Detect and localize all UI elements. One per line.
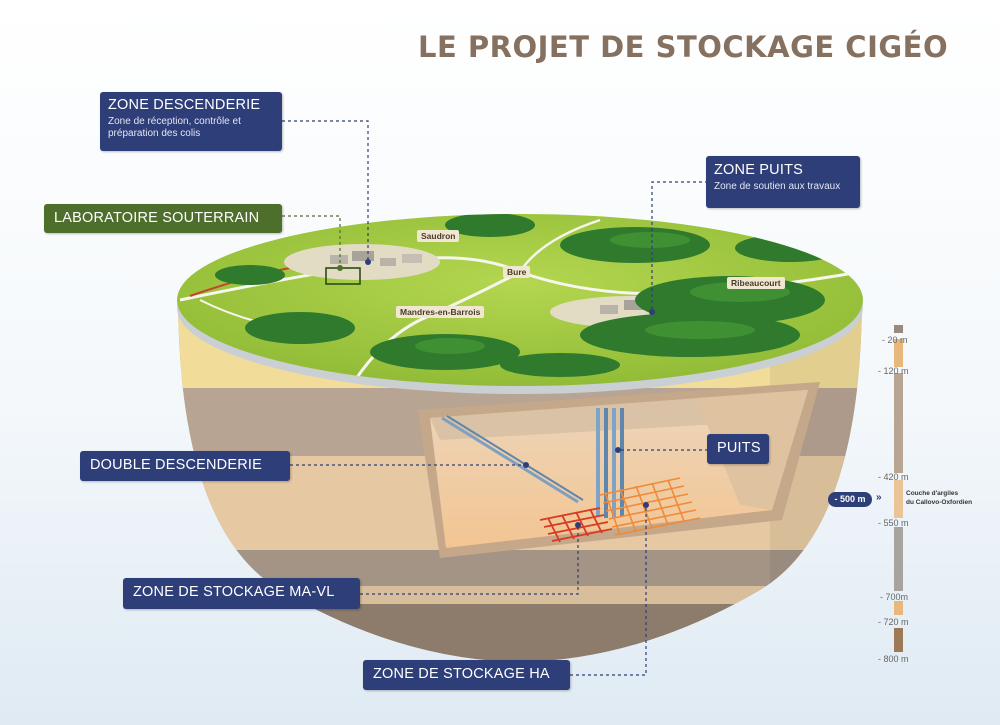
label-stockage-mavl: ZONE DE STOCKAGE MA-VL [123, 578, 360, 609]
depth-scale-bar [894, 325, 903, 652]
page-title: LE PROJET DE STOCKAGE CIGÉO [418, 30, 949, 64]
leader-zone-puits [651, 181, 708, 312]
label-zone-descenderie-sub: Zone de réception, contrôle et préparati… [108, 116, 241, 139]
leader-laboratoire [282, 215, 341, 268]
depth-mark-720: - 720 m [878, 617, 909, 627]
label-double-descenderie: DOUBLE DESCENDERIE [80, 451, 290, 481]
village-bure: Bure [503, 266, 531, 278]
shafts [596, 408, 624, 518]
label-puits-title: PUITS [717, 440, 761, 456]
leader-ha [570, 505, 647, 676]
double-descenderie-ramp [441, 415, 584, 504]
label-laboratoire: LABORATOIRE SOUTERRAIN [44, 204, 282, 233]
leader-dots [337, 259, 655, 528]
cutaway-cavity [418, 382, 820, 558]
depth-mark-700: - 700m [880, 592, 909, 602]
label-puits: PUITS [707, 434, 769, 464]
leader-mavl [360, 525, 579, 595]
village-ribeaucourt: Ribeaucourt [727, 277, 785, 289]
label-zone-puits: ZONE PUITS Zone de soutien aux travaux [706, 156, 860, 208]
label-stockage-ha: ZONE DE STOCKAGE HA [363, 660, 570, 690]
depth-mark-420: - 420 m [878, 472, 909, 482]
label-zone-puits-sub: Zone de soutien aux travaux [714, 181, 841, 192]
label-zone-descenderie-title: ZONE DESCENDERIE [108, 97, 261, 113]
clay-layer-label: Couche d'argiles du Callovo-Oxfordien [906, 490, 973, 506]
depth-arrows: » [876, 492, 882, 503]
road-mandres [348, 270, 521, 386]
village-mandres: Mandres-en-Barrois [396, 306, 485, 318]
landscape-disc [177, 214, 863, 394]
depth-500-badge: - 500 m [828, 492, 872, 507]
label-zone-puits-title: ZONE PUITS [714, 162, 804, 178]
depth-mark-800: - 800 m [878, 654, 909, 664]
label-zone-descenderie: ZONE DESCENDERIE Zone de réception, cont… [100, 92, 282, 151]
leader-lines [282, 120, 708, 676]
label-laboratoire-title: LABORATOIRE SOUTERRAIN [54, 210, 260, 226]
depth-mark-120: - 120 m [878, 366, 909, 376]
label-double-descenderie-title: DOUBLE DESCENDERIE [90, 457, 262, 473]
leader-zone-descenderie [282, 120, 369, 262]
descenderie-site [284, 244, 440, 280]
depth-mark-20: - 20 m [882, 335, 908, 345]
depth-mark-550: - 550 m [878, 518, 909, 528]
road-north [518, 218, 601, 273]
village-saudron: Saudron [417, 230, 460, 242]
label-stockage-mavl-title: ZONE DE STOCKAGE MA-VL [133, 584, 335, 600]
label-stockage-ha-title: ZONE DE STOCKAGE HA [373, 666, 550, 682]
tree-highlights [415, 232, 790, 354]
mavl-storage-grid [539, 507, 613, 543]
